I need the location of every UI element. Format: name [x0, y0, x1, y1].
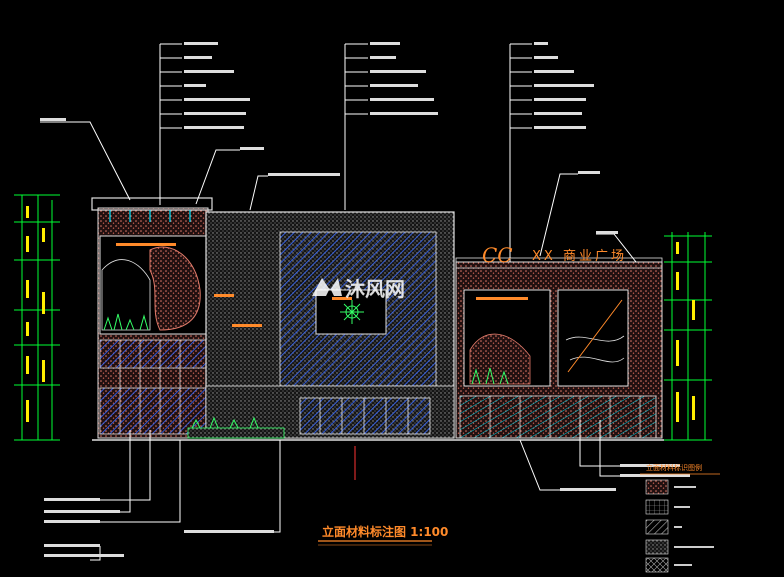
- right-mullions: [489, 396, 641, 438]
- stone-hatch-icon: [645, 479, 669, 495]
- watermark-text: 沐风网: [345, 277, 405, 301]
- mufeng-logo-icon: [312, 278, 342, 296]
- sign-brand: CC: [482, 243, 513, 267]
- crosshatch-icon: [645, 557, 669, 573]
- left-mural-plants: [103, 313, 149, 331]
- diagonal-hatch-icon: [645, 519, 669, 535]
- canopy-brackets: [109, 210, 191, 222]
- left-mural-rock: [149, 246, 201, 331]
- right-sign-band: [455, 257, 663, 269]
- ground-line: [92, 416, 664, 480]
- right-block: [455, 257, 663, 439]
- bottom-annotation-text: [44, 464, 690, 557]
- sign-text: XX 商业广场: [532, 249, 627, 264]
- left-glass-band-1: [99, 339, 207, 369]
- right-dimension-ticks: [676, 242, 695, 422]
- panel-inscriptions: [116, 243, 528, 327]
- left-dimension-ticks: [26, 206, 45, 422]
- left-glass-band-2: [99, 387, 207, 435]
- bottom-leader-lines: [90, 420, 620, 561]
- central-mural-flower: [340, 300, 364, 324]
- right-dimension-chain: [664, 232, 712, 441]
- left-mullions: [119, 340, 181, 434]
- drawing-title: 立面材料标注图 1:100: [322, 524, 448, 539]
- top-leader-lines: [40, 43, 637, 263]
- top-annotation-text: [40, 42, 618, 234]
- left-roof-canopy: [91, 197, 213, 211]
- grid-hatch-icon: [645, 499, 669, 515]
- middle-block: [205, 211, 455, 439]
- dot-hatch-icon: [645, 539, 669, 555]
- middle-lower-glass: [299, 397, 431, 435]
- legend-labels: [674, 486, 714, 566]
- material-legend: 立面材料标识图例: [640, 463, 720, 573]
- middle-mullions: [319, 398, 409, 434]
- right-glass-band: [459, 395, 657, 439]
- left-block: [91, 197, 213, 439]
- legend-title: 立面材料标识图例: [646, 463, 702, 472]
- planter: [187, 427, 285, 439]
- left-dimension-chain: [14, 194, 60, 441]
- left-mural-hill: [101, 259, 151, 331]
- watermark: 沐风网: [312, 277, 405, 301]
